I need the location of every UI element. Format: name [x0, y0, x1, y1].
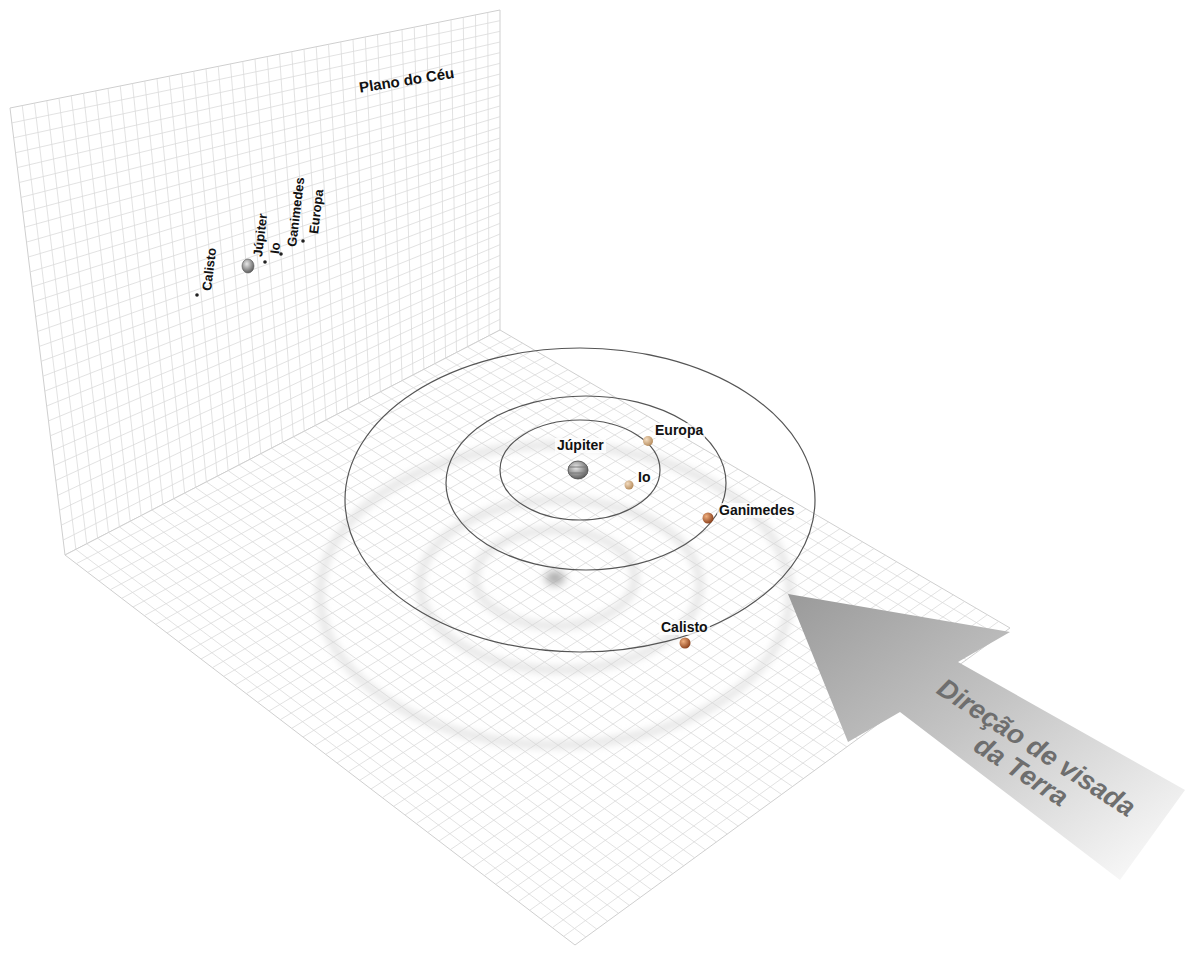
view-arrow — [788, 594, 1185, 880]
bodies — [568, 436, 714, 649]
moon-label: Calisto — [659, 620, 710, 635]
moon-label: Io — [636, 470, 652, 485]
moon-label: Ganimedes — [717, 503, 796, 518]
body-label: Júpiter — [555, 438, 606, 453]
projection-label: Io — [268, 242, 284, 255]
moon-label: Europa — [653, 423, 705, 438]
orbit-shadows — [320, 445, 790, 745]
orbits — [345, 348, 815, 652]
sky-projections — [195, 239, 305, 297]
grid-planes — [10, 10, 1010, 945]
